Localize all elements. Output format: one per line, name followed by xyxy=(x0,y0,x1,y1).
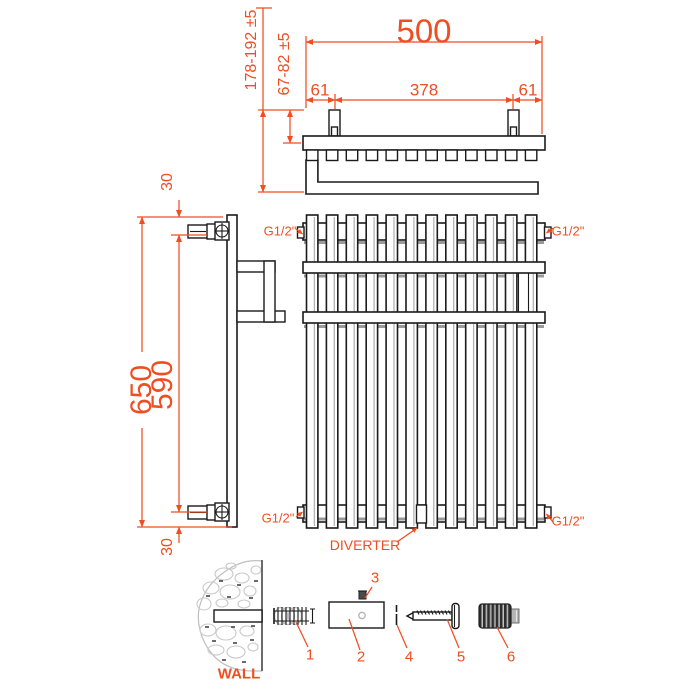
wall-label: WALL xyxy=(217,665,261,683)
dim-width-label: 500 xyxy=(396,12,452,50)
part-number-4: 4 xyxy=(404,648,414,666)
dimension-lines xyxy=(137,7,554,651)
part-number-5: 5 xyxy=(456,648,466,666)
bottom-bracket-side xyxy=(187,502,230,522)
top-view-drawing xyxy=(302,109,546,195)
dim-right-offset-label: 61 xyxy=(518,80,538,100)
part-number-2: 2 xyxy=(356,648,366,666)
mounting-assembly-drawing xyxy=(196,560,520,672)
dim-center-span-label: 378 xyxy=(409,80,439,100)
part-bracket-plate xyxy=(328,601,385,629)
connection-bottom-left-label: G1/2" xyxy=(261,510,295,526)
dim-top-offset-label: 30 xyxy=(159,173,176,191)
connection-bottom-right-label: G1/2" xyxy=(551,513,585,529)
part-number-1: 1 xyxy=(305,646,315,664)
connection-top-left-label: G1/2" xyxy=(263,223,297,239)
side-view-drawing xyxy=(187,214,286,528)
part-wall-plug xyxy=(273,606,315,626)
dim-left-offset-label: 61 xyxy=(310,80,330,100)
top-bracket-side xyxy=(187,221,230,241)
part-grub-screw xyxy=(358,590,367,600)
dim-depth-total-label: 178-192 ±5 xyxy=(243,9,260,91)
part-screw xyxy=(405,602,460,630)
front-view-drawing xyxy=(296,214,552,529)
connection-top-right-label: G1/2" xyxy=(551,223,585,239)
embedded-rod xyxy=(213,609,263,623)
dim-depth-to-wall-label: 67-82 ±5 xyxy=(276,32,293,96)
diverter-stub xyxy=(415,504,428,524)
dim-bottom-offset-label: 30 xyxy=(159,538,176,556)
part-number-3: 3 xyxy=(370,569,380,587)
dim-connection-span-label: 590 xyxy=(146,359,179,411)
diverter-label: DIVERTER xyxy=(329,537,401,553)
wall-hatch xyxy=(196,562,262,663)
part-number-6: 6 xyxy=(506,648,516,666)
part-knurled-spacer xyxy=(478,603,520,629)
